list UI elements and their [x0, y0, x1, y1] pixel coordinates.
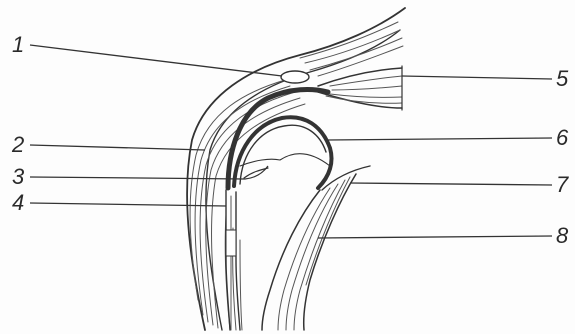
callout-1: 1 — [12, 32, 24, 57]
callout-3: 3 — [12, 164, 25, 189]
callout-2: 2 — [11, 132, 24, 157]
subacromial-bursa — [281, 71, 309, 83]
callout-5: 5 — [556, 66, 569, 91]
callout-8: 8 — [556, 223, 569, 248]
callout-7: 7 — [556, 172, 569, 197]
callout-4: 4 — [12, 190, 24, 215]
callout-6: 6 — [556, 125, 569, 150]
